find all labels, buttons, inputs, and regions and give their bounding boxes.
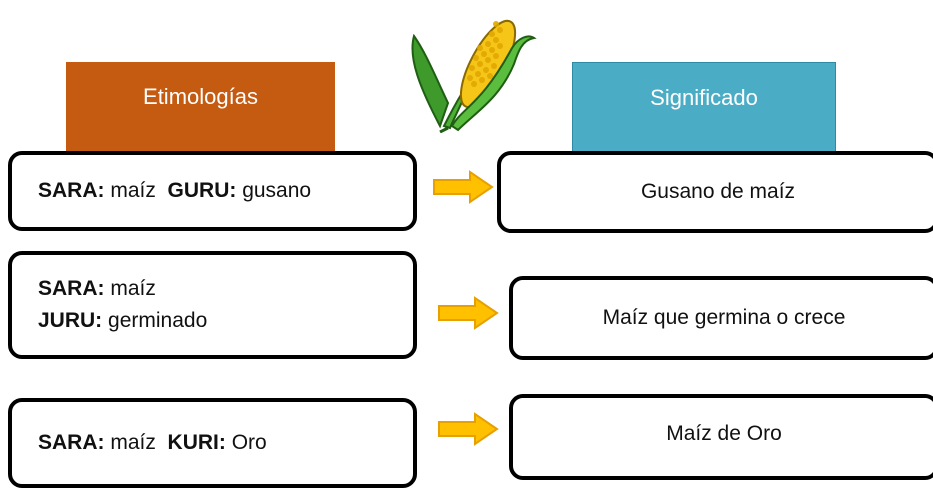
meaning-text: Maíz de Oro (666, 422, 782, 445)
etymologies-header: Etimologías (66, 62, 335, 154)
etymology-line: JURU: germinado (38, 305, 413, 337)
etymology-term: GURU: (167, 179, 237, 202)
etymology-line: SARA: maíz (38, 273, 413, 305)
etymology-term: JURU: (38, 309, 103, 332)
etymology-box-2: SARA: maíz JURU: germinado (8, 251, 417, 359)
etymology-meaning: gusano (242, 179, 312, 202)
etymology-line: SARA: maíz KURI: Oro (38, 427, 413, 459)
meaning-header: Significado (572, 62, 836, 154)
arrow-right-icon (438, 412, 499, 446)
meaning-text: Gusano de maíz (640, 180, 796, 203)
meaning-box-3: Maíz de Oro (509, 394, 933, 480)
meaning-header-label: Significado (650, 85, 758, 110)
etymology-box-1: SARA: maíz GURU: gusano (8, 151, 417, 231)
etymology-meaning: maíz (110, 179, 156, 202)
etymology-meaning: maíz (110, 277, 156, 300)
etymology-term: SARA: (38, 431, 105, 454)
etymology-term: KURI: (167, 431, 226, 454)
etymology-box-3: SARA: maíz KURI: Oro (8, 398, 417, 488)
meaning-box-2: Maíz que germina o crece (509, 276, 933, 360)
meaning-box-1: Gusano de maíz (497, 151, 933, 233)
meaning-text: Maíz que germina o crece (602, 306, 846, 329)
arrow-right-icon (438, 296, 499, 330)
etymology-meaning: germinado (108, 309, 208, 332)
etymologies-header-label: Etimologías (143, 84, 258, 109)
etymology-meaning: maíz (110, 431, 156, 454)
etymology-term: SARA: (38, 277, 105, 300)
arrow-right-icon (433, 170, 494, 204)
etymology-line: SARA: maíz GURU: gusano (38, 175, 413, 207)
etymology-meaning: Oro (231, 431, 267, 454)
etymology-term: SARA: (38, 179, 105, 202)
corn-icon (411, 19, 537, 133)
